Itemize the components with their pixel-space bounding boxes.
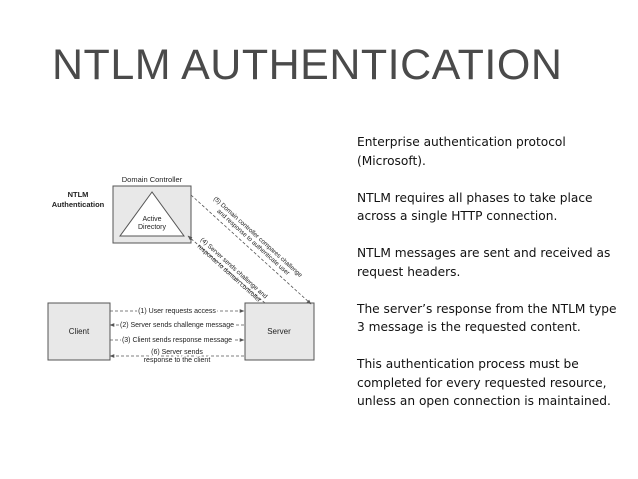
bullet-1: Enterprise authentication protocol (Micr… (357, 135, 566, 168)
message-4-line2: response to domain controller (196, 243, 262, 304)
active-directory-line2: Directory (138, 224, 167, 231)
message-2: (2) Server sends challenge message (120, 322, 234, 329)
bullet-2: NTLM requires all phases to take place a… (357, 190, 593, 224)
message-6-line2: response to the client (144, 357, 211, 364)
active-directory-line1: Active (142, 216, 161, 223)
client-label: Client (69, 327, 90, 336)
message-6-line1: (6) Server sends (151, 349, 203, 356)
active-directory-triangle (119, 191, 185, 237)
diagram-label-line1: NTLM (68, 190, 89, 199)
bullet-4: The server’s response from the NTLM type… (357, 301, 617, 335)
diagram-label-line2: Authentication (52, 200, 105, 209)
arrow-5-dc-to-server (190, 194, 312, 305)
server-label: Server (267, 327, 291, 336)
bullet-5: This authentication process must be comp… (357, 357, 611, 408)
bullet-list: Enterprise authentication protocol (Micr… (357, 133, 627, 429)
message-3: (3) Client sends response message (122, 337, 232, 344)
bullet-3: NTLM messages are sent and received as r… (357, 246, 611, 279)
domain-controller-label: Domain Controller (122, 175, 183, 184)
slide-title: NTLM AUTHENTICATION (52, 41, 563, 89)
client-box (47, 302, 111, 361)
server-box (244, 302, 315, 361)
arrow-4-server-to-dc (187, 235, 266, 304)
message-1: (1) User requests access (138, 308, 216, 315)
